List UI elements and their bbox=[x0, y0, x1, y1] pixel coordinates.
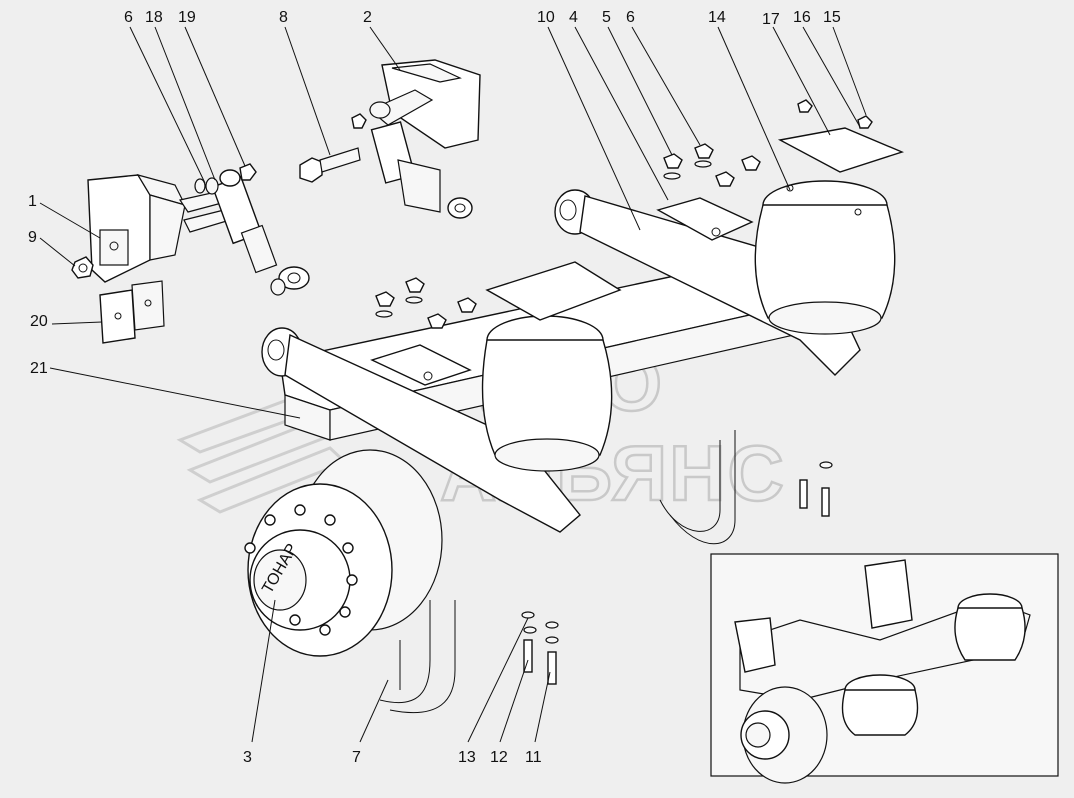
bolts-part-11-12 bbox=[521, 461, 833, 685]
mount-plate-part-4 bbox=[370, 197, 754, 386]
callout-4: 4 bbox=[569, 9, 578, 26]
callout-2: 2 bbox=[363, 9, 372, 26]
callout-5: 5 bbox=[602, 9, 611, 26]
right-bracket-part-2 bbox=[351, 59, 481, 219]
trailing-arm-left-part-21 bbox=[261, 327, 581, 533]
callout-17: 17 bbox=[762, 11, 780, 28]
leader-lines bbox=[39, 26, 867, 743]
callout-10: 10 bbox=[537, 9, 555, 26]
callout-9: 9 bbox=[28, 229, 37, 246]
u-bolts-part-7 bbox=[379, 430, 736, 714]
left-bracket-part-1 bbox=[87, 174, 235, 283]
plates-part-20 bbox=[99, 280, 165, 344]
nuts-and-washers bbox=[375, 99, 873, 329]
air-spring-rear-part-14 bbox=[754, 180, 896, 335]
callout-14: 14 bbox=[708, 9, 726, 26]
callout-16: 16 bbox=[793, 9, 811, 26]
wheel-studs bbox=[244, 504, 358, 636]
callout-19: 19 bbox=[178, 9, 196, 26]
callout-11: 11 bbox=[525, 749, 542, 766]
callout-13: 13 bbox=[458, 749, 476, 766]
callout-3: 3 bbox=[243, 749, 252, 766]
callout-6: 6 bbox=[124, 9, 133, 26]
left-shock-absorber bbox=[194, 163, 310, 296]
callout-1: 1 bbox=[28, 193, 37, 210]
top-plate-part-17 bbox=[777, 127, 905, 173]
callout-21: 21 bbox=[30, 360, 48, 377]
callout-8: 8 bbox=[279, 9, 288, 26]
callout-7: 7 bbox=[352, 749, 361, 766]
callout-15: 15 bbox=[823, 9, 841, 26]
air-spring-front bbox=[481, 261, 622, 472]
callout-labels: 1 9 20 21 6 18 19 8 2 10 4 5 6 14 17 16 … bbox=[28, 9, 841, 766]
callout-6b: 6 bbox=[626, 9, 635, 26]
brake-drum-part-3: ТОНАР bbox=[244, 449, 443, 657]
callout-12: 12 bbox=[490, 749, 508, 766]
assembly-overview-inset bbox=[710, 553, 1059, 784]
nut-part-9 bbox=[71, 256, 94, 279]
callout-20: 20 bbox=[30, 313, 48, 330]
callout-18: 18 bbox=[145, 9, 163, 26]
bolt-part-8 bbox=[299, 147, 361, 183]
